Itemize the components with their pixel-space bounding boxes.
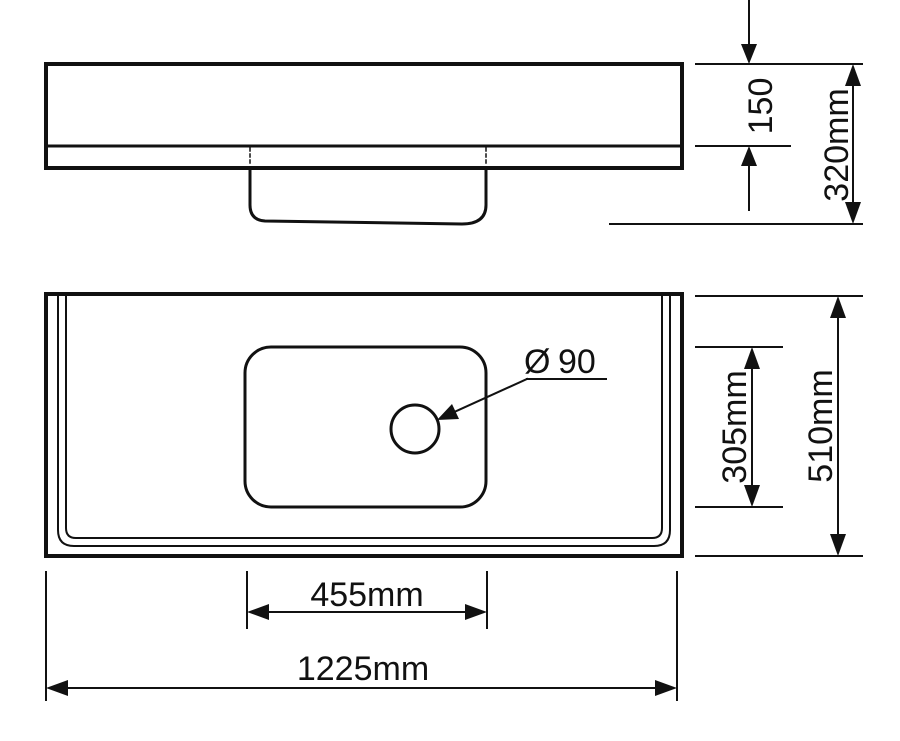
dimension-150: 150 (695, 0, 791, 211)
arrow-150-up (741, 146, 757, 166)
arrow-305-up (744, 347, 760, 369)
dimension-label-455mm: 455mm (310, 576, 423, 614)
dimension-label-320mm: 320mm (818, 88, 856, 201)
dimension-510: 510mm (695, 295, 863, 557)
diameter-value: 90 (558, 343, 596, 381)
arrow-455-left (247, 604, 269, 620)
side-view-countertop (44, 62, 684, 170)
top-view-rim-outer (57, 295, 671, 547)
arrow-510-up (830, 296, 846, 318)
top-view-outline (44, 292, 684, 558)
drain-hole (389, 403, 441, 455)
side-view-bowl (248, 166, 488, 226)
top-view-rim-inner (65, 295, 663, 539)
dimension-305: 305mm (695, 346, 783, 508)
dimension-label-305mm: 305mm (716, 370, 754, 483)
dimension-455: 455mm (246, 571, 488, 629)
arrow-1225-right (655, 680, 677, 696)
dimension-1225: 1225mm (45, 571, 678, 701)
side-view (44, 62, 684, 226)
leader-line (450, 377, 529, 415)
dimension-label-1225mm: 1225mm (297, 650, 429, 688)
dimension-diameter-90: Ø 90 (437, 343, 607, 420)
arrow-320-up (845, 64, 861, 86)
dimension-320: 320mm (609, 63, 863, 225)
diameter-symbol: Ø (524, 343, 550, 381)
dimension-label-510mm: 510mm (802, 369, 840, 482)
arrow-320-down (845, 202, 861, 224)
dimension-label-150: 150 (742, 78, 780, 135)
arrow-1225-left (46, 680, 68, 696)
top-view-basin (243, 345, 488, 509)
arrow-305-down (744, 485, 760, 507)
top-view (44, 292, 684, 558)
arrow-455-right (465, 604, 487, 620)
leader-arrow (437, 404, 459, 420)
arrow-150-down (741, 44, 757, 64)
arrow-510-down (830, 534, 846, 556)
